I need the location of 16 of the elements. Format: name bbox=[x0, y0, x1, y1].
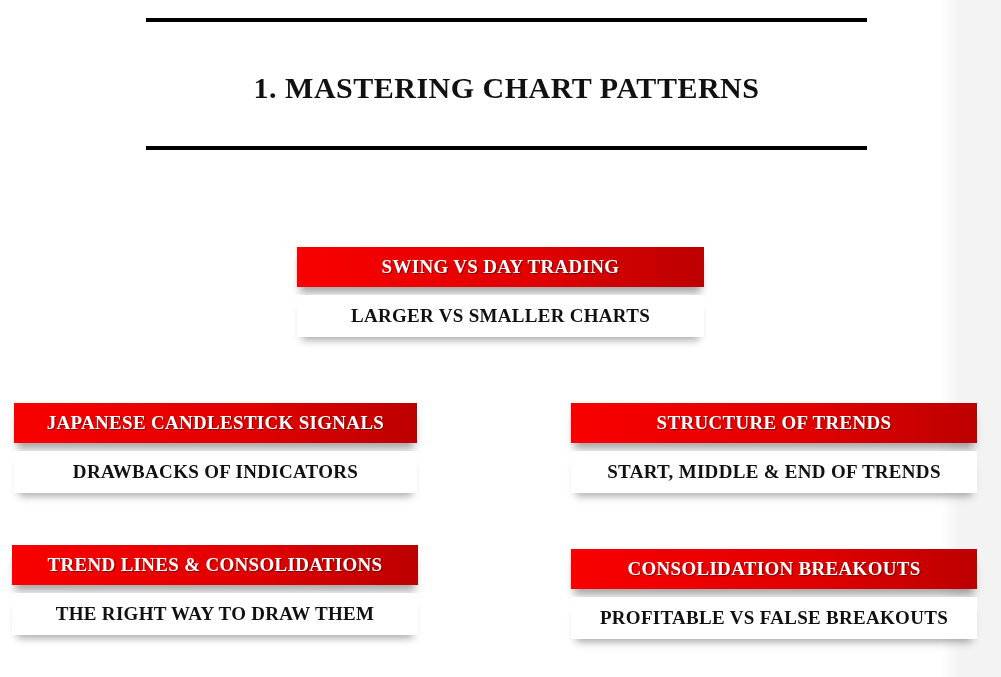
topic-card bbox=[571, 549, 977, 639]
subtopic-label: START, MIDDLE & END OF TRENDS bbox=[571, 451, 977, 493]
topic-header: JAPANESE CANDLESTICK SIGNALS bbox=[14, 403, 417, 443]
topic-header: TREND LINES & CONSOLIDATIONS bbox=[12, 545, 418, 585]
subtopic-label: DRAWBACKS OF INDICATORS bbox=[14, 451, 417, 493]
subtopic-label: THE RIGHT WAY TO DRAW THEM bbox=[12, 593, 418, 635]
topic-card bbox=[14, 403, 417, 493]
topic-header: CONSOLIDATION BREAKOUTS bbox=[571, 549, 977, 589]
topic-header: SWING VS DAY TRADING bbox=[297, 247, 704, 287]
topic-card bbox=[12, 545, 418, 635]
subtopic-label: PROFITABLE VS FALSE BREAKOUTS bbox=[571, 597, 977, 639]
topic-card bbox=[297, 247, 704, 337]
topic-header: STRUCTURE OF TRENDS bbox=[571, 403, 977, 443]
subtopic-label: LARGER VS SMALLER CHARTS bbox=[297, 295, 704, 337]
topic-card bbox=[571, 403, 977, 493]
diagram-title: 1. MASTERING CHART PATTERNS bbox=[252, 70, 761, 106]
